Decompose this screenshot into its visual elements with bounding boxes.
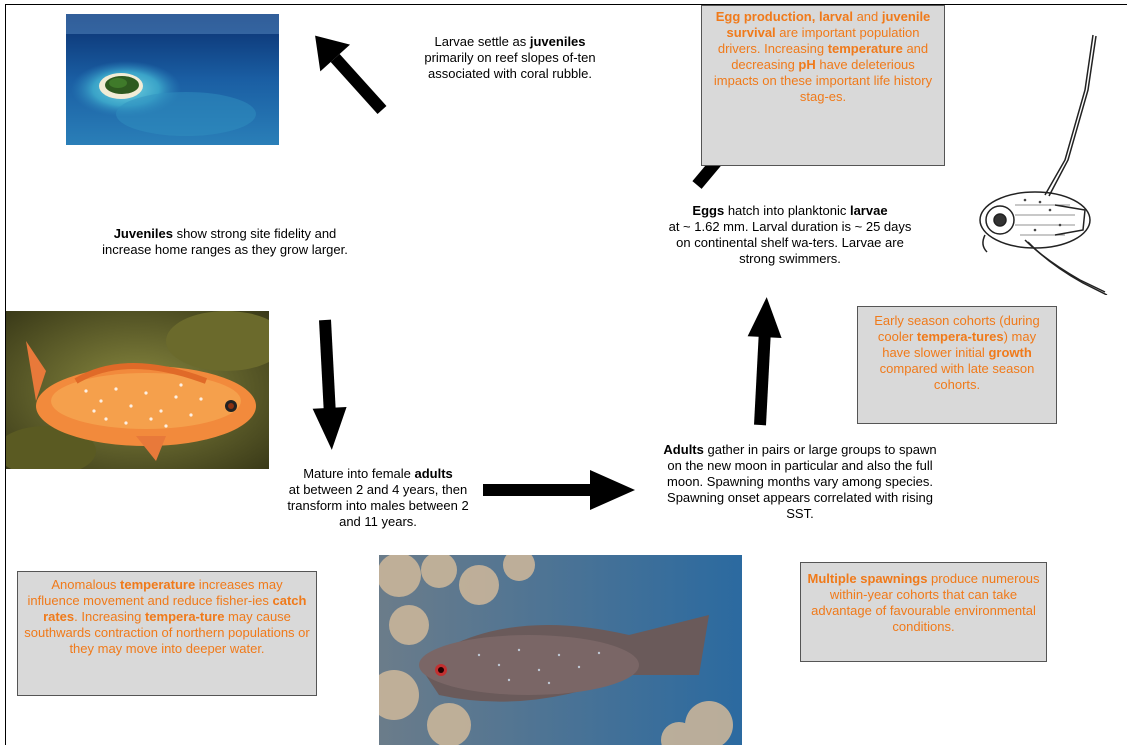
box-text: Early season cohorts (during cooler	[874, 313, 1040, 344]
box-bold: temperature	[120, 577, 196, 592]
box-bold: tempera-tures	[916, 329, 1004, 344]
text-post: show strong site fidelity and increase h…	[102, 226, 348, 257]
stage-adults-mature: Mature into female adults at between 2 a…	[278, 466, 478, 530]
box-egg-production: Egg production, larval and juvenile surv…	[701, 5, 945, 166]
box-text: have deleterious impacts on these import…	[713, 57, 933, 104]
text-pre: Larvae settle as	[434, 34, 530, 49]
island-photo	[66, 14, 279, 145]
stage-eggs: Eggs hatch into planktonic larvae at ~ 1…	[660, 203, 920, 267]
text-post: at ~ 1.62 mm. Larval duration is ~ 25 da…	[668, 219, 912, 266]
box-text: produce numerous within-year cohorts tha…	[811, 571, 1040, 634]
box-bold: catch rates	[43, 593, 307, 624]
box-multiple-spawnings: Multiple spawnings produce numerous with…	[800, 562, 1047, 662]
box-bold: pH	[798, 57, 816, 72]
text-bold: adults	[414, 466, 453, 481]
text-bold-larvae: larvae	[849, 203, 888, 218]
box-text: and decreasing	[731, 41, 929, 72]
box-bold: temperature	[827, 41, 903, 56]
box-anomalous-temperature: Anomalous temperature increases may infl…	[17, 571, 317, 696]
text-bold: Juveniles	[113, 226, 173, 241]
stage-juveniles-settle: Larvae settle as juveniles primarily on …	[395, 34, 625, 82]
box-early-season: Early season cohorts (during cooler temp…	[857, 306, 1057, 424]
box-text: may cause southwards contraction of nort…	[24, 609, 310, 656]
juvenile-fish-photo	[6, 311, 269, 469]
box-text: increases may influence movement and red…	[27, 577, 283, 608]
text-mid: hatch into planktonic	[724, 203, 850, 218]
box-bold: Multiple spawnings	[807, 571, 928, 586]
box-text: are important population drivers. Increa…	[717, 25, 920, 56]
arrow-adults-to-spawn	[483, 470, 635, 510]
text-bold: Adults	[663, 442, 704, 457]
box-text: ) may have slower initial	[882, 329, 1037, 360]
stage-juveniles-fidelity: Juveniles show strong site fidelity and …	[100, 226, 350, 258]
arrow-settle-to-juveniles	[315, 35, 387, 115]
box-text: compared with late season cohorts.	[879, 361, 1035, 392]
adult-fish-photo	[379, 555, 742, 745]
box-text: Anomalous	[51, 577, 121, 592]
text-bold-eggs: Eggs	[692, 203, 725, 218]
arrow-juveniles-to-adults	[312, 319, 347, 450]
box-bold: juvenile survival	[726, 9, 931, 40]
text-pre: Mature into female	[303, 466, 415, 481]
stage-adults-spawn: Adults gather in pairs or large groups t…	[660, 442, 940, 522]
box-text: and	[852, 9, 882, 24]
arrow-spawn-to-eggs	[747, 297, 782, 426]
larva-drawing	[965, 30, 1115, 295]
text-post: primarily on reef slopes of-ten associat…	[424, 50, 596, 81]
box-bold: tempera-ture	[144, 609, 225, 624]
box-bold: Egg production, larval	[715, 9, 853, 24]
text-post: gather in pairs or large groups to spawn…	[667, 442, 937, 521]
text-bold: juveniles	[529, 34, 586, 49]
diagram-frame	[5, 4, 1127, 745]
box-text: . Increasing	[74, 609, 145, 624]
box-bold: growth	[988, 345, 1032, 360]
text-post: at between 2 and 4 years, then transform…	[287, 482, 469, 529]
